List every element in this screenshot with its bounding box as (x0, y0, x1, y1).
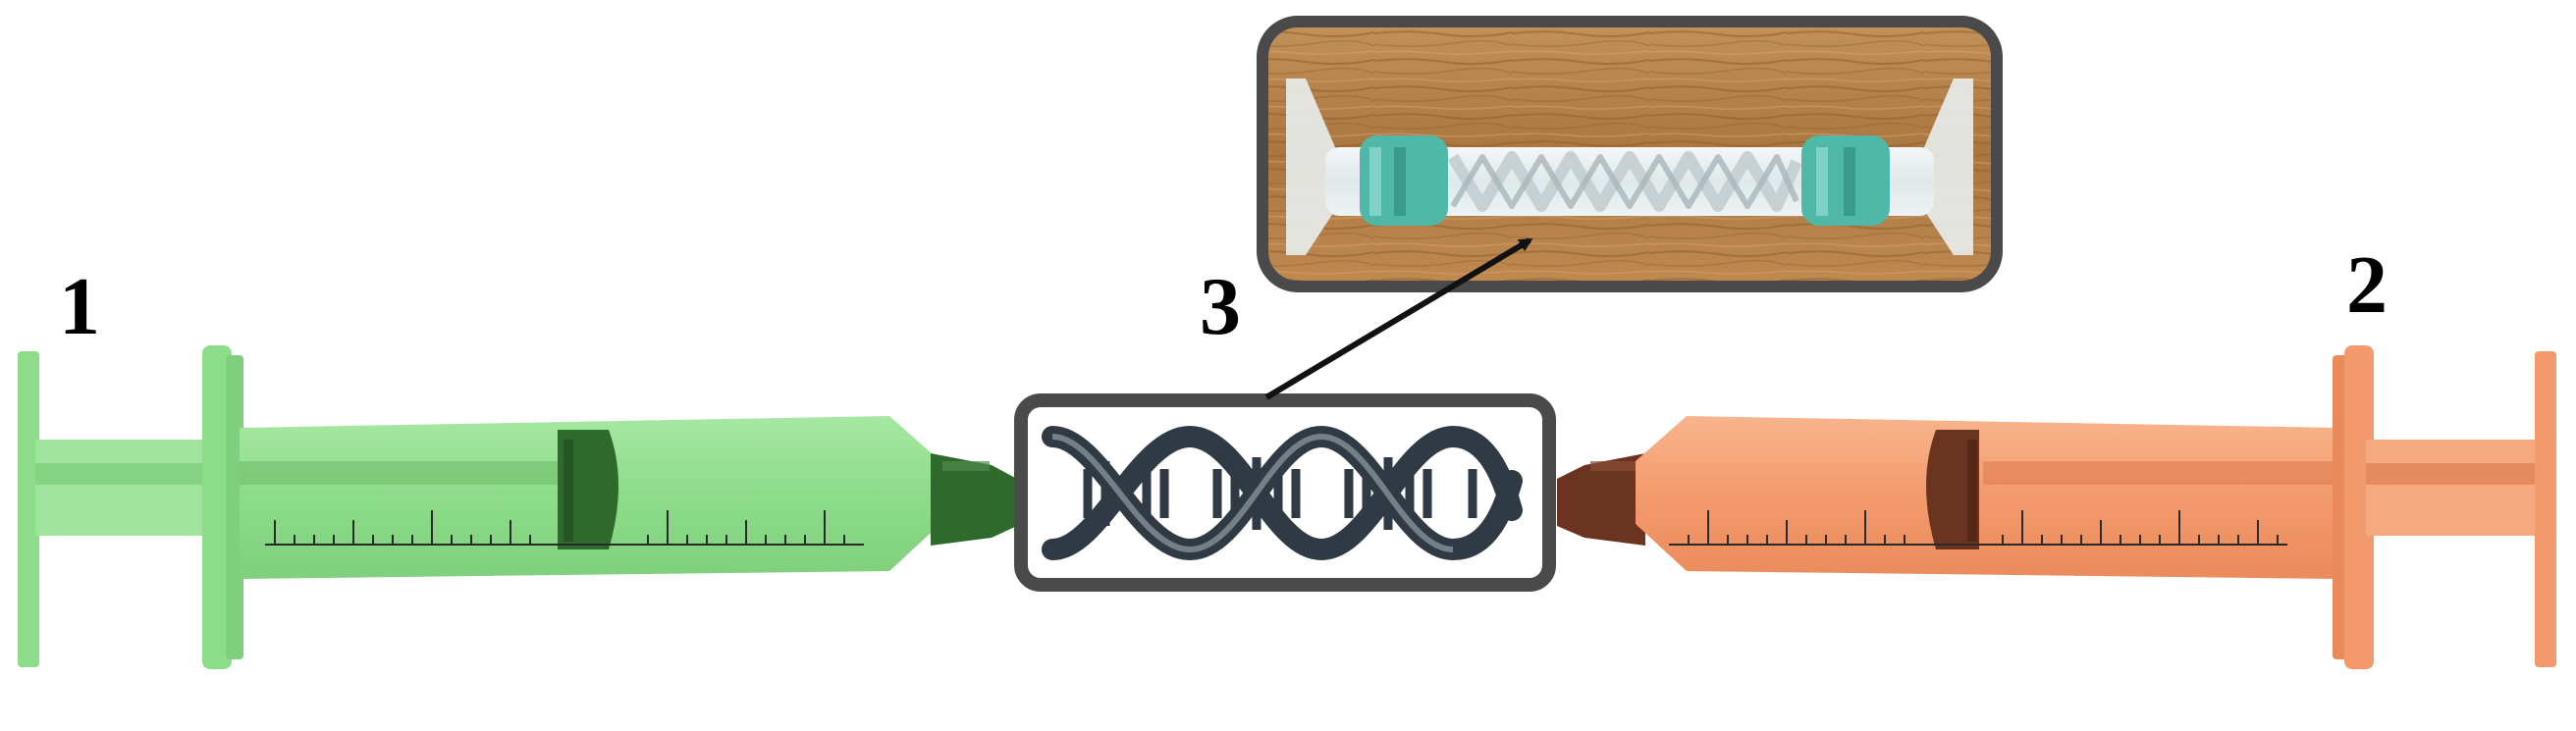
right-plunger-rod (2366, 440, 2552, 536)
dna-mixer-box (1014, 393, 1556, 592)
right-graduation-scale (1669, 510, 2287, 546)
dna-helix-icon (1042, 425, 1523, 561)
left-plunger-rod (35, 440, 222, 536)
left-plunger-flange (18, 351, 39, 667)
mixer-photo-inset (1257, 16, 2003, 292)
label-left-syringe: 1 (59, 261, 100, 352)
right-finger-flange (2344, 345, 2374, 669)
static-mixer-photo (1286, 78, 1973, 255)
left-finger-flange (202, 345, 232, 669)
left-graduation-scale (265, 510, 864, 546)
label-mixer: 3 (1200, 261, 1241, 352)
label-right-syringe: 2 (2346, 239, 2388, 331)
right-plunger-stopper (1926, 430, 1979, 549)
right-syringe (1557, 345, 2556, 669)
left-syringe (18, 345, 1017, 669)
right-plunger-flange (2535, 351, 2556, 667)
right-luer-tip (1557, 453, 1645, 546)
right-barrel (1636, 416, 2336, 579)
left-luer-tip (931, 453, 1017, 546)
inset-arrow (1264, 237, 1533, 400)
